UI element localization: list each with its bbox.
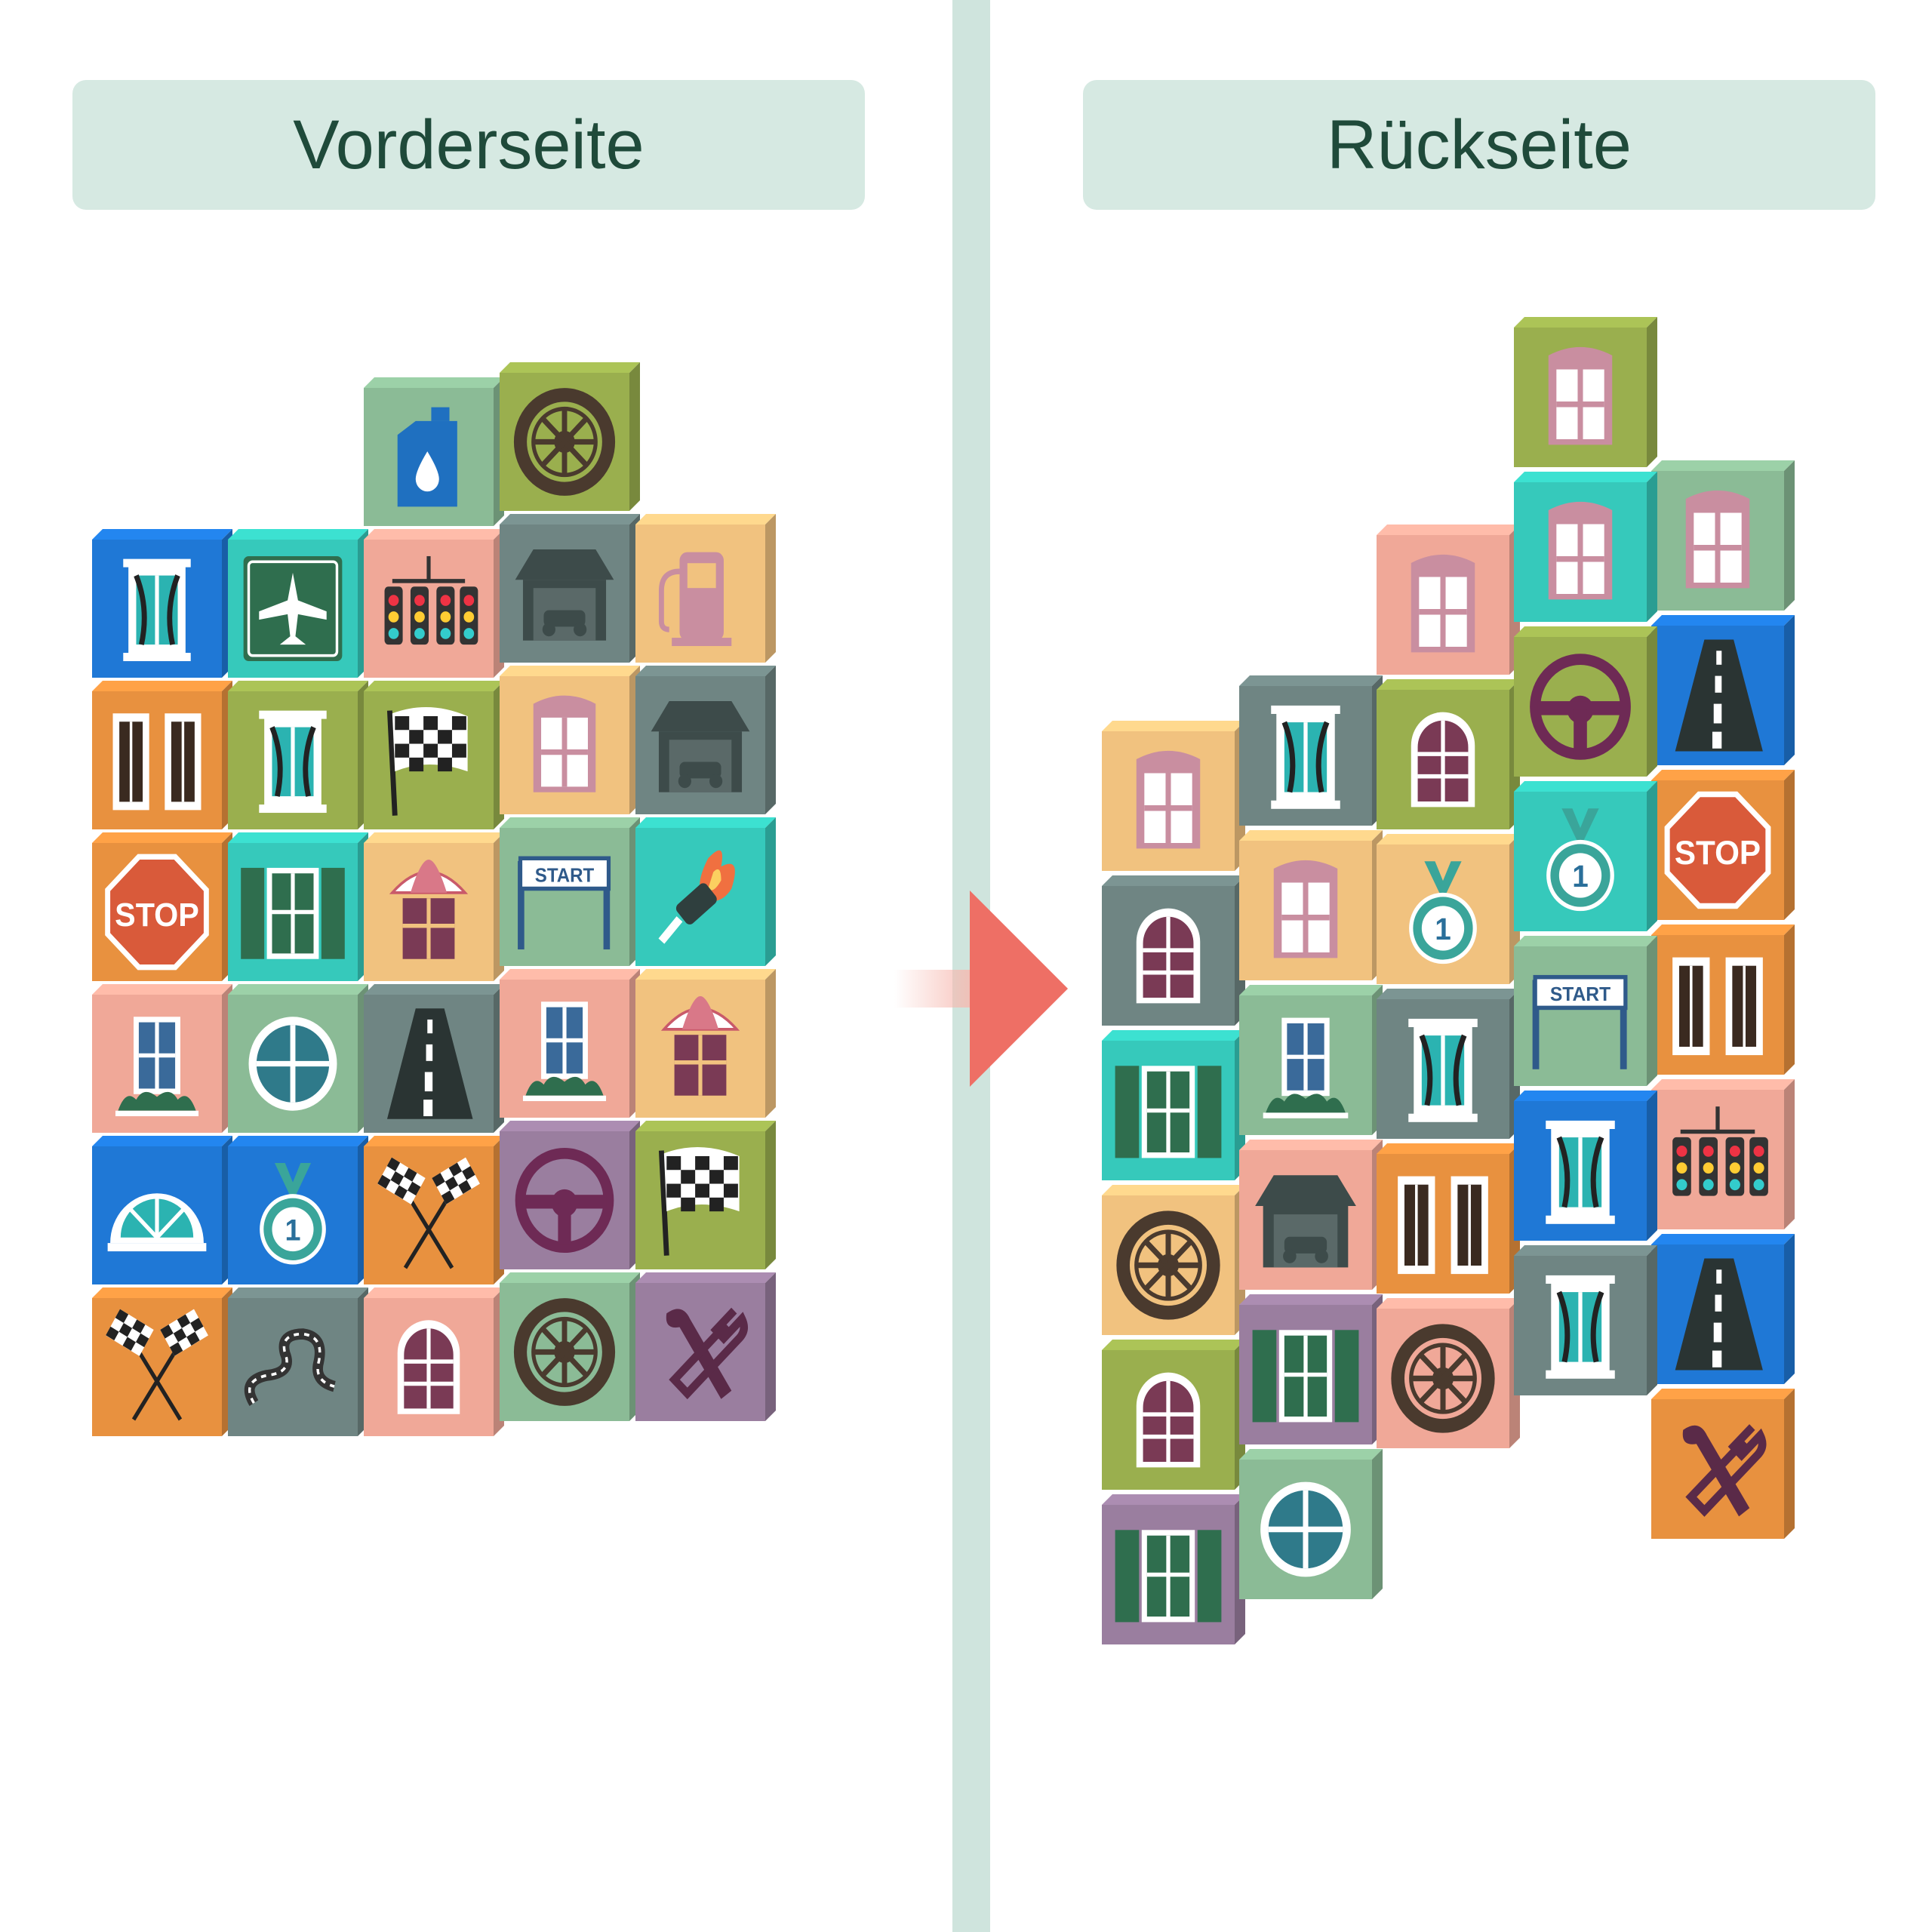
block-wheel-icon [500, 1272, 640, 1421]
svg-text:1: 1 [285, 1214, 300, 1247]
block-shutter-window-icon [1239, 1294, 1383, 1444]
block-road-icon [364, 984, 504, 1133]
block-tools-icon [1651, 1389, 1795, 1539]
block-awning-window-icon [364, 832, 504, 981]
block-wheel-icon [1377, 1298, 1520, 1448]
block-stop-sign-icon: STOP [92, 832, 232, 981]
block-shutter-window-icon [1102, 1030, 1245, 1180]
block-door-window-icon [1377, 525, 1520, 675]
block-round-window-icon [228, 984, 368, 1133]
block-shutter-window-icon [228, 832, 368, 981]
block-half-round-window-icon [92, 1136, 232, 1284]
block-door-window-icon [1651, 460, 1795, 611]
block-road-icon [1651, 1234, 1795, 1384]
block-window-icon [1514, 1245, 1657, 1395]
block-door-window-icon [1514, 317, 1657, 467]
block-door-window-icon [1514, 472, 1657, 622]
front-label: Vorderseite [72, 80, 865, 210]
block-arched-window-icon [364, 1287, 504, 1436]
block-fuel-pump-icon [635, 514, 776, 663]
block-canister-icon [364, 377, 504, 526]
block-flower-window-icon [1239, 985, 1383, 1135]
block-stop-sign-icon: STOP [1651, 770, 1795, 920]
block-shutter-window-icon [1102, 1494, 1245, 1644]
svg-text:1: 1 [1435, 912, 1451, 946]
block-start-banner-icon: START [1514, 936, 1657, 1086]
block-garage-icon [500, 514, 640, 663]
block-double-window-icon [1377, 1143, 1520, 1294]
block-awning-window-icon [635, 969, 776, 1118]
back-label-text: Rückseite [1327, 106, 1632, 183]
block-torch-icon [635, 817, 776, 966]
block-window-icon [1377, 989, 1520, 1139]
block-traffic-light-icon [1651, 1079, 1795, 1229]
block-airplane-sign-icon [228, 529, 368, 678]
block-door-window-icon [1102, 721, 1245, 871]
block-medal-icon: 1 [228, 1136, 368, 1284]
block-checkered-flag-icon [635, 1121, 776, 1269]
block-checkered-flag-icon [364, 681, 504, 829]
block-flower-window-icon [500, 969, 640, 1118]
block-door-window-icon [1239, 830, 1383, 980]
block-double-window-icon [1651, 924, 1795, 1075]
block-wheel-icon [1102, 1185, 1245, 1335]
block-medal-icon: 1 [1377, 834, 1520, 984]
block-window-icon [1239, 675, 1383, 826]
block-medal-icon: 1 [1514, 781, 1657, 931]
block-garage-icon [1239, 1140, 1383, 1290]
block-flower-window-icon [92, 984, 232, 1133]
back-label: Rückseite [1083, 80, 1875, 210]
block-start-banner-icon: START [500, 817, 640, 966]
svg-text:START: START [535, 865, 594, 887]
block-arched-window-icon [1102, 875, 1245, 1026]
block-arched-window-icon [1102, 1340, 1245, 1490]
block-steering-wheel-icon [1514, 626, 1657, 777]
block-steering-wheel-icon [500, 1121, 640, 1269]
svg-text:1: 1 [1572, 860, 1589, 894]
svg-text:STOP: STOP [1675, 835, 1761, 872]
block-crossed-flags-icon [92, 1287, 232, 1436]
block-double-window-icon [92, 681, 232, 829]
block-window-icon [228, 681, 368, 829]
front-label-text: Vorderseite [293, 106, 645, 183]
block-race-track-icon [228, 1287, 368, 1436]
block-window-icon [92, 529, 232, 678]
block-traffic-light-icon [364, 529, 504, 678]
block-door-window-icon [500, 666, 640, 814]
block-arched-window-icon [1377, 679, 1520, 829]
block-window-icon [1514, 1091, 1657, 1241]
block-garage-icon [635, 666, 776, 814]
svg-text:STOP: STOP [115, 897, 199, 934]
block-round-window-icon [1239, 1449, 1383, 1599]
block-road-icon [1651, 615, 1795, 765]
block-crossed-flags-icon [364, 1136, 504, 1284]
block-tools-icon [635, 1272, 776, 1421]
block-wheel-icon [500, 362, 640, 511]
svg-text:START: START [1550, 984, 1611, 1006]
arrow-right-icon [894, 891, 1068, 1087]
